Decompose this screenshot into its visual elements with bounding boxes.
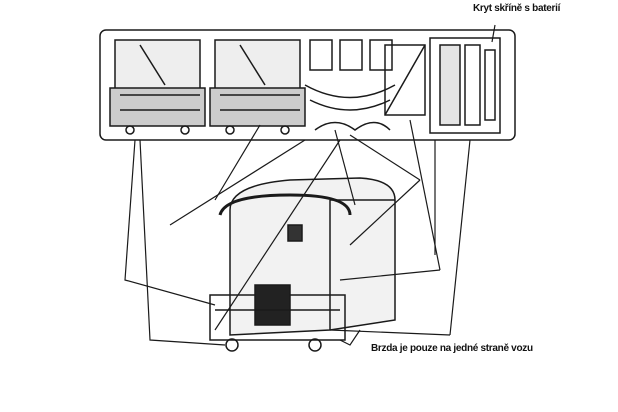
bogie-part-right [209,39,306,135]
battery-cover-label: Kryt skříně s baterií [473,3,561,14]
assembly-arrows [124,24,496,346]
parts-sprue-frame [99,29,516,141]
battery-box-cover-part [429,37,501,134]
bogie-part-left [109,39,206,135]
chassis [209,284,346,352]
small-parts-group [304,39,426,131]
car-body [218,177,396,336]
brake-note-label: Brzda je pouze na jedné straně vozu [371,343,533,354]
